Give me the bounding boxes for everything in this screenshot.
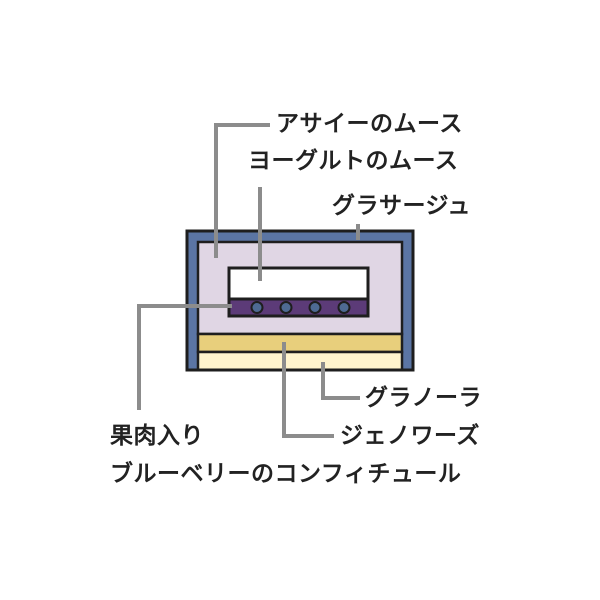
leader-granola [321, 362, 360, 400]
leader-genoise [282, 342, 334, 438]
leader-acai [214, 123, 270, 258]
leader-blueberry [137, 304, 232, 410]
label-genoise: ジェノワーズ [340, 423, 480, 449]
blueberry-dot [250, 301, 264, 314]
label-blueberry-line2: ブルーベリーのコンフィチュール [110, 461, 462, 487]
cake [185, 229, 415, 372]
granola-layer [196, 332, 404, 354]
blueberry-dots [250, 301, 351, 314]
cake-outline [185, 229, 415, 372]
label-blueberry-line1: 果肉入り [110, 423, 204, 449]
label-glass-sage: グラサージュ [332, 193, 471, 219]
blueberry-dot [337, 301, 351, 314]
label-yogurt-mousse: ヨーグルトのムース [248, 148, 459, 174]
leader-lines [137, 123, 360, 438]
genoise-layer [196, 350, 404, 372]
label-granola: グラノーラ [365, 385, 483, 411]
blueberry-dot [279, 301, 293, 314]
yogurt-mousse-layer [227, 266, 370, 301]
blueberry-dot [308, 301, 322, 314]
label-acai-mousse: アサイーのムース [276, 111, 463, 137]
